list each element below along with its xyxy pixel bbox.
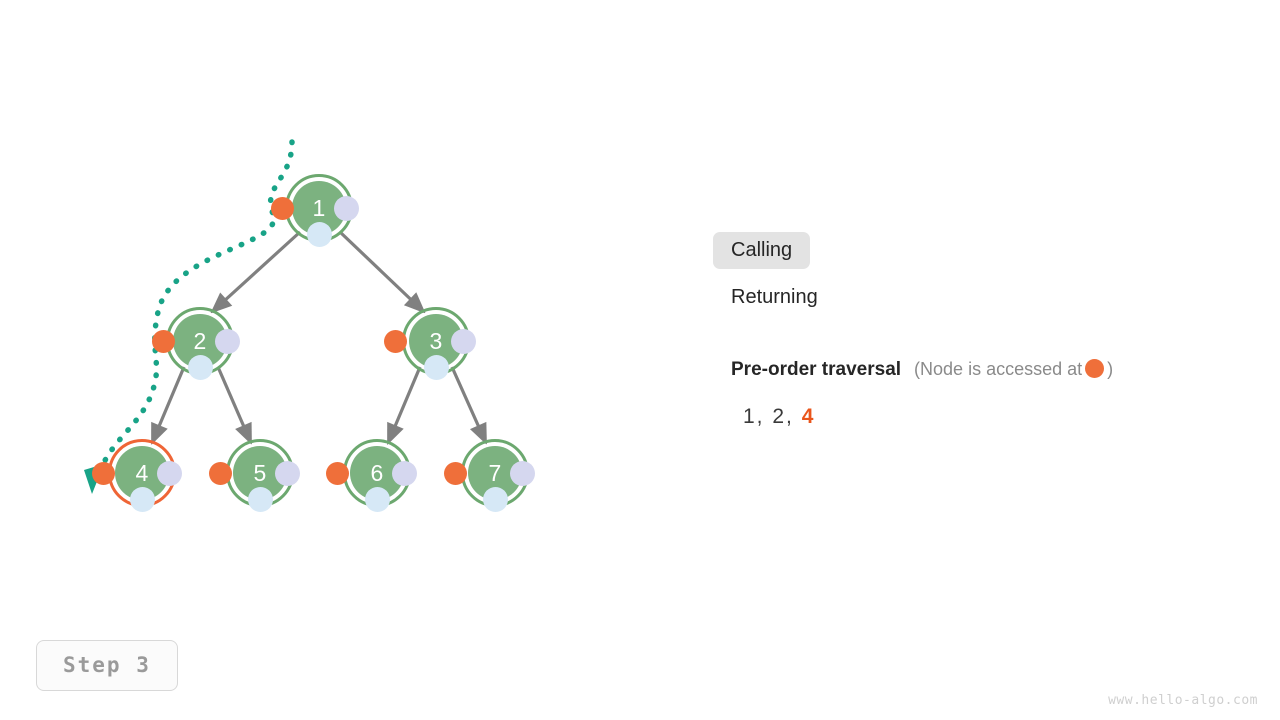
bottom-port-dot-icon: [307, 222, 332, 247]
access-dot-icon: [209, 462, 232, 485]
right-port-dot-icon: [451, 329, 476, 354]
bottom-port-dot-icon: [483, 487, 508, 512]
node-label: 3: [429, 327, 443, 354]
right-port-dot-icon: [510, 461, 535, 486]
node-label: 1: [312, 194, 326, 221]
tree-edges: [150, 230, 488, 446]
traversal-heading: Pre-order traversal (Node is accessed at): [731, 359, 1253, 379]
bottom-port-dot-icon: [365, 487, 390, 512]
edge-3-7: [450, 366, 488, 446]
traversal-sequence: 1, 2, 4: [743, 405, 1253, 429]
access-dot-icon: [152, 330, 175, 353]
access-dot-icon: [1085, 359, 1105, 378]
tree-node-1[interactable]: 1: [271, 174, 359, 247]
node-label: 4: [135, 459, 149, 486]
traversal-title: Pre-order traversal: [731, 359, 902, 380]
node-label: 2: [193, 327, 207, 354]
legend-returning-label: Returning: [731, 286, 818, 308]
node-label: 7: [488, 459, 502, 486]
tree-node-6[interactable]: 6: [326, 439, 417, 512]
tree-node-2[interactable]: 2: [152, 307, 240, 380]
edge-1-3: [338, 230, 426, 314]
right-port-dot-icon: [334, 196, 359, 221]
tree-node-7[interactable]: 7: [444, 439, 535, 512]
sequence-current: 4: [801, 405, 816, 428]
legend-calling-chip: Calling: [713, 232, 811, 269]
tree-node-4[interactable]: 4: [92, 439, 182, 512]
sequence-visited: 1, 2,: [743, 405, 794, 428]
bottom-port-dot-icon: [130, 487, 155, 512]
right-port-dot-icon: [392, 461, 417, 486]
edge-1-2: [210, 230, 302, 314]
tree-node-3[interactable]: 3: [384, 307, 476, 380]
traversal-note-prefix: (Node is accessed at: [914, 359, 1083, 379]
access-dot-icon: [271, 197, 294, 220]
bottom-port-dot-icon: [424, 355, 449, 380]
step-badge: Step 3: [36, 640, 178, 691]
access-dot-icon: [326, 462, 349, 485]
info-panel: Calling Returning Pre-order traversal (No…: [713, 232, 1253, 429]
bottom-port-dot-icon: [248, 487, 273, 512]
access-dot-icon: [444, 462, 467, 485]
bottom-port-dot-icon: [188, 355, 213, 380]
tree-connectors-layer: [84, 139, 488, 494]
binary-tree-diagram: 1 2 3: [84, 139, 535, 512]
edge-2-4: [150, 366, 186, 446]
right-port-dot-icon: [157, 461, 182, 486]
edge-2-5: [216, 366, 253, 446]
right-port-dot-icon: [275, 461, 300, 486]
access-dot-icon: [92, 462, 115, 485]
tree-node-5[interactable]: 5: [209, 439, 300, 512]
edge-3-6: [386, 366, 422, 446]
traversal-note-suffix: ): [1107, 359, 1114, 379]
node-label: 6: [370, 459, 384, 486]
watermark: www.hello-algo.com: [1108, 693, 1258, 708]
node-label: 5: [253, 459, 267, 486]
access-dot-icon: [384, 330, 407, 353]
right-port-dot-icon: [215, 329, 240, 354]
